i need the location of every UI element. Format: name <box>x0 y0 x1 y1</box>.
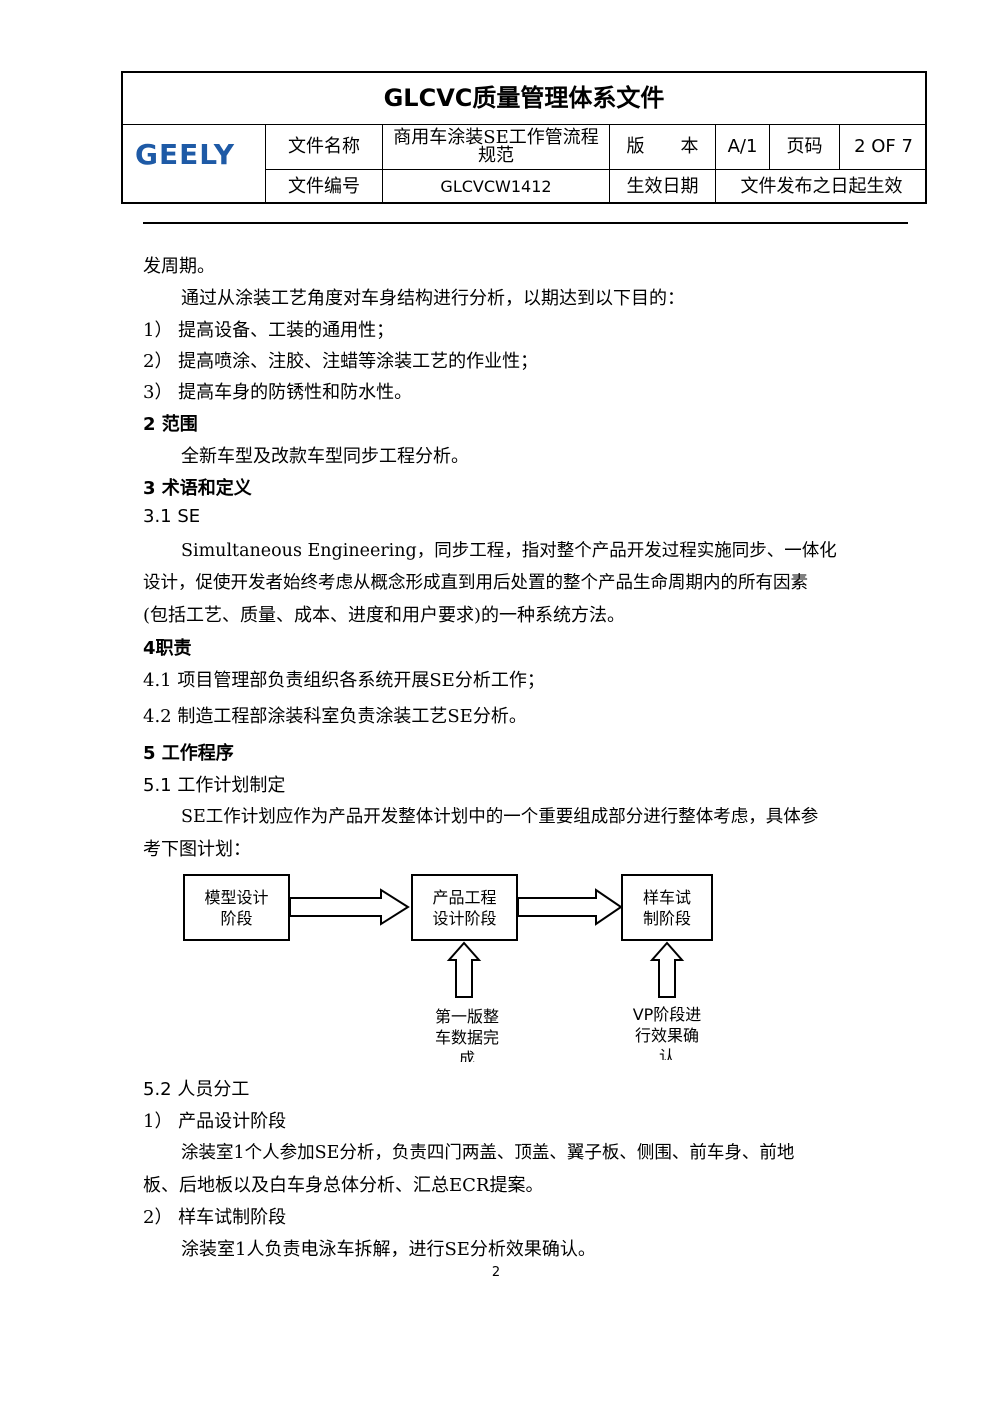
arrow-up-icon <box>649 941 685 998</box>
arrow-right-icon <box>517 888 623 926</box>
list-item: 1） 产品设计阶段 <box>143 1111 287 1132</box>
page-number: 2 <box>491 1265 501 1280</box>
effective-label: 生效日期 <box>626 176 699 197</box>
arrow-right-icon <box>289 888 410 926</box>
flow-box-model-design: 模型设计 阶段 <box>183 874 290 941</box>
list-item: 1） 提高设备、工装的通用性； <box>143 320 395 341</box>
subsection-heading: 5.2 人员分工 <box>143 1079 250 1100</box>
text-line: 全新车型及改款车型同步工程分析。 <box>181 446 469 467</box>
text-line: 4.2 制造工程部涂装科室负责涂装工艺SE分析。 <box>143 706 527 727</box>
text-line: 涂装室1人负责电泳车拆解，进行SE分析效果确认。 <box>181 1239 596 1260</box>
text-line: 4.1 项目管理部负责组织各系统开展SE分析工作； <box>143 670 545 691</box>
arrow-up-icon <box>446 941 482 998</box>
document-title: GLCVC质量管理体系文件 <box>123 73 925 125</box>
effective-value: 文件发布之日起生效 <box>740 176 903 197</box>
text-line: Simultaneous Engineering，同步工程，指对整个产品开发过程… <box>181 541 837 561</box>
file-name-value: 商用车涂装SE工作管流程规范 <box>393 127 599 166</box>
subsection-heading: 3.1 SE <box>143 506 201 527</box>
text-line: 板、后地板以及白车身总体分析、汇总ECR提案。 <box>143 1175 544 1196</box>
flow-note-vp-stage: VP阶段进 行效果确 认 <box>632 1005 702 1060</box>
section-heading: 2 范围 <box>143 414 198 435</box>
text-line: SE工作计划应作为产品开发整体计划中的一个重要组成部分进行整体考虑，具体参 <box>181 807 819 827</box>
page-label: 页码 <box>786 136 823 157</box>
text-line: 涂装室1个人参加SE分析，负责四门两盖、顶盖、翼子板、侧围、前车身、前地 <box>181 1143 795 1163</box>
subsection-heading: 5.1 工作计划制定 <box>143 775 286 796</box>
version-value: A/1 <box>727 136 758 157</box>
text-line: 考下图计划： <box>143 839 251 860</box>
section-heading: 5 工作程序 <box>143 743 234 764</box>
text-line: 设计，促使开发者始终考虑从概念形成直到用后处置的整个产品生命周期内的所有因素 <box>143 573 808 593</box>
section-heading: 3 术语和定义 <box>143 478 252 499</box>
list-item: 3） 提高车身的防锈性和防水性。 <box>143 382 413 403</box>
file-name-label: 文件名称 <box>288 136 360 157</box>
flow-box-prototype: 样车试 制阶段 <box>621 874 713 941</box>
file-no-label: 文件编号 <box>288 176 360 197</box>
section-heading: 4职责 <box>143 638 192 659</box>
file-no-value: GLCVCW1412 <box>440 177 552 196</box>
text-line: (包括工艺、质量、成本、进度和用户要求)的一种系统方法。 <box>143 605 626 626</box>
text-line: 通过从涂装工艺角度对车身结构进行分析，以期达到以下目的： <box>181 288 685 309</box>
flow-note-first-data: 第一版整 车数据完 成 <box>434 1007 499 1062</box>
header-separator <box>143 222 908 224</box>
version-label: 版 本 <box>626 136 699 157</box>
flow-box-product-engineering: 产品工程 设计阶段 <box>411 874 518 941</box>
geely-logo: GEELY <box>135 138 235 171</box>
text-line: 发周期。 <box>143 256 215 277</box>
list-item: 2） 样车试制阶段 <box>143 1207 287 1228</box>
document-header: GLCVC质量管理体系文件 GEELY 文件名称 商用车涂装SE工作管流程规范 … <box>121 71 927 204</box>
page-value: 2 OF 7 <box>854 136 913 157</box>
list-item: 2） 提高喷涂、注胶、注蜡等涂装工艺的作业性； <box>143 351 539 372</box>
